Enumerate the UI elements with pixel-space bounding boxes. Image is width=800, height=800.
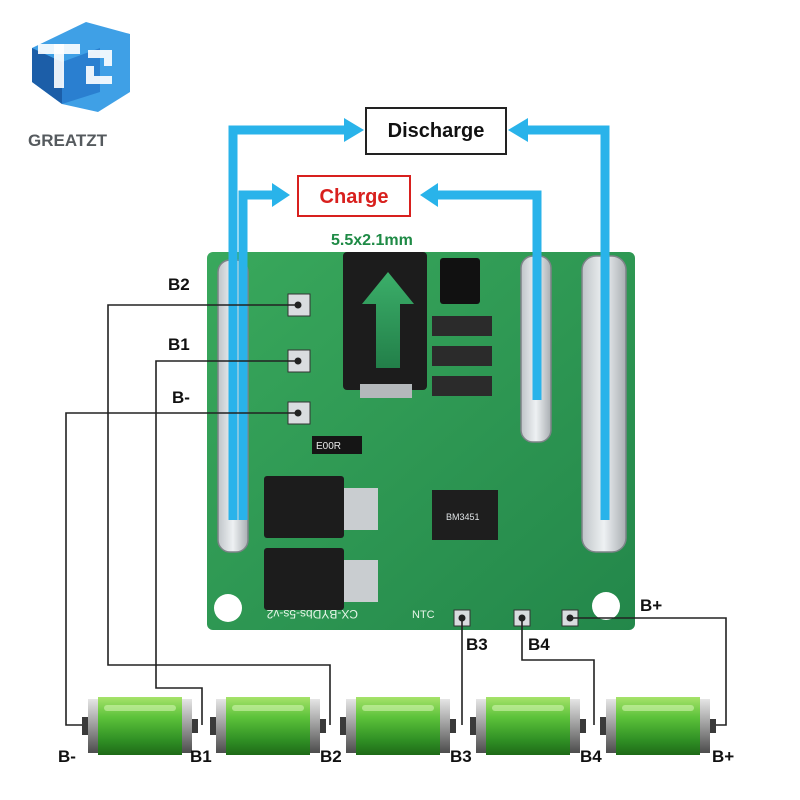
charge-label: Charge [320, 186, 389, 208]
battery-label-b4: B4 [580, 747, 602, 766]
wire-nodes [294, 301, 574, 622]
battery-highlight [362, 705, 434, 711]
battery-pack [82, 697, 716, 755]
battery-cap-right [700, 699, 710, 753]
balance-wires [65, 304, 727, 726]
connector-size-label: 5.5x2.1mm [331, 232, 413, 249]
battery-highlight [232, 705, 304, 711]
battery-label-b3: B3 [450, 747, 472, 766]
battery-positive-terminal [192, 719, 198, 733]
discharge-arrow-left [228, 125, 356, 520]
pcb-ntc-text: NTC [412, 609, 435, 621]
battery-label-b1: B1 [190, 747, 212, 766]
pcb-ic-mark: BM3451 [446, 512, 480, 522]
battery-negative-terminal [82, 717, 90, 735]
arrow-heads [272, 118, 528, 207]
terminal-bminus-label: B- [172, 388, 190, 407]
battery-positive-terminal [320, 719, 326, 733]
charge-input-arrow [362, 272, 414, 368]
brand-logo [32, 22, 130, 112]
battery-cap-left [88, 699, 98, 753]
battery-positive-terminal [580, 719, 586, 733]
current-path-arrows [228, 125, 610, 520]
discharge-label: Discharge [388, 120, 485, 142]
discharge-arrow-right [520, 125, 610, 520]
battery-cell-2 [210, 697, 326, 755]
battery-cap-left [216, 699, 226, 753]
charge-arrow-left [238, 190, 280, 520]
discharge-callout: Discharge [365, 107, 507, 155]
terminal-b3-label: B3 [466, 635, 488, 654]
battery-positive-terminal [450, 719, 456, 733]
board-terminal-labels: B2 B1 B- B3 B4 B+ [168, 275, 662, 654]
pcb-board: CX-BYDbs-5s-v2 NTC BM3451 E00R [207, 252, 635, 630]
terminal-b1-label: B1 [168, 335, 190, 354]
battery-label-bminus: B- [58, 747, 76, 766]
battery-label-bplus: B+ [712, 747, 734, 766]
battery-positive-terminal [710, 719, 716, 733]
battery-highlight [104, 705, 176, 711]
battery-cap-right [182, 699, 192, 753]
battery-highlight [492, 705, 564, 711]
charge-arrow-right [430, 190, 542, 400]
battery-highlight [622, 705, 694, 711]
battery-negative-terminal [600, 717, 608, 735]
battery-cell-5 [600, 697, 716, 755]
battery-cell-1 [82, 697, 198, 755]
battery-negative-terminal [210, 717, 218, 735]
battery-label-b2: B2 [320, 747, 342, 766]
charge-callout: Charge [297, 175, 411, 217]
battery-cell-4 [470, 697, 586, 755]
battery-negative-terminal [340, 717, 348, 735]
battery-cap-left [346, 699, 356, 753]
battery-cap-right [440, 699, 450, 753]
pcb-model-text: CX-BYDbs-5s-v2 [266, 607, 358, 621]
battery-cap-right [310, 699, 320, 753]
terminal-b2-label: B2 [168, 275, 190, 294]
battery-cap-left [476, 699, 486, 753]
battery-cell-3 [340, 697, 456, 755]
terminal-bplus-label: B+ [640, 596, 662, 615]
battery-cap-right [570, 699, 580, 753]
battery-cap-left [606, 699, 616, 753]
terminal-b4-label: B4 [528, 635, 550, 654]
pcb-shunt-mark: E00R [316, 441, 341, 452]
brand-name: GREATZT [28, 131, 108, 150]
battery-negative-terminal [470, 717, 478, 735]
battery-labels: B- B1 B2 B3 B4 B+ [58, 747, 734, 766]
